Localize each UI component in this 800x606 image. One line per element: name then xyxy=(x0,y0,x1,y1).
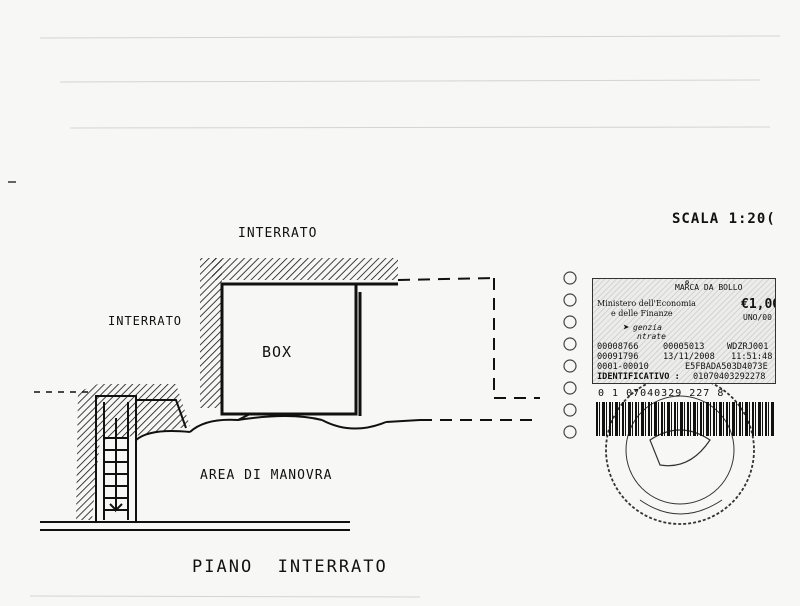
stamp-row1-right: WDZRJ001 xyxy=(727,342,769,352)
earth-hatching-top xyxy=(212,258,398,280)
box-walls xyxy=(220,282,398,416)
plan-title: PIANO INTERRATO xyxy=(192,557,388,577)
scan-artifacts xyxy=(29,35,781,598)
earth-hatching-left xyxy=(200,258,222,408)
marca-da-bollo: MARCA DA BOLLO ✪ Ministero dell'Economia… xyxy=(548,268,780,438)
stamp-row2-left: 00091796 xyxy=(597,352,639,362)
barcode xyxy=(596,402,774,436)
stamp-row4-right: 01070403292278 xyxy=(693,372,766,382)
box-label: BOX xyxy=(262,343,293,361)
stamp-row2-date: 13/11/2008 xyxy=(663,352,715,362)
stamp-row3-right: E5FBADA503D4073E xyxy=(685,362,768,372)
emblem-icon: ✪ xyxy=(685,278,690,286)
scale-label: SCALA 1:20( xyxy=(672,211,776,227)
barcode-number: 0 1 07040329 227 8 xyxy=(598,388,725,399)
ground-lines xyxy=(34,391,350,531)
stamp-value-words: UNO/00 xyxy=(743,313,772,322)
stamp-header: MARCA DA BOLLO xyxy=(675,283,743,292)
stair xyxy=(95,395,191,523)
stamp-row2-time: 11:51:48 xyxy=(731,352,773,362)
stamp-row1-mid: 00005013 xyxy=(663,342,705,352)
stamp-row4-left: IDENTIFICATIVO : xyxy=(597,372,680,382)
agency-line1: genzia xyxy=(633,323,662,332)
agency-logo-icon: ➤ xyxy=(623,321,630,334)
perforated-seal-marks xyxy=(563,271,577,439)
stamp-row3-left: 0001-00010 xyxy=(597,362,649,372)
dashed-outline xyxy=(397,277,540,421)
ministry-line1: Ministero dell'Economia xyxy=(597,299,696,308)
stamp-card: MARCA DA BOLLO ✪ Ministero dell'Economia… xyxy=(592,278,776,384)
stamp-value: €1,00 xyxy=(741,297,775,312)
area-manovra-label: AREA DI MANOVRA xyxy=(200,468,333,483)
earth-hatching-stair xyxy=(76,384,190,520)
wall-footings xyxy=(189,413,421,433)
stamp-row1-left: 00008766 xyxy=(597,342,639,352)
ministry-line2: e delle Finanze xyxy=(611,309,673,318)
agency-line2: ntrate xyxy=(637,332,666,341)
left-interrato-label: INTERRATO xyxy=(108,314,183,328)
top-interrato-label: INTERRATO xyxy=(238,226,318,241)
